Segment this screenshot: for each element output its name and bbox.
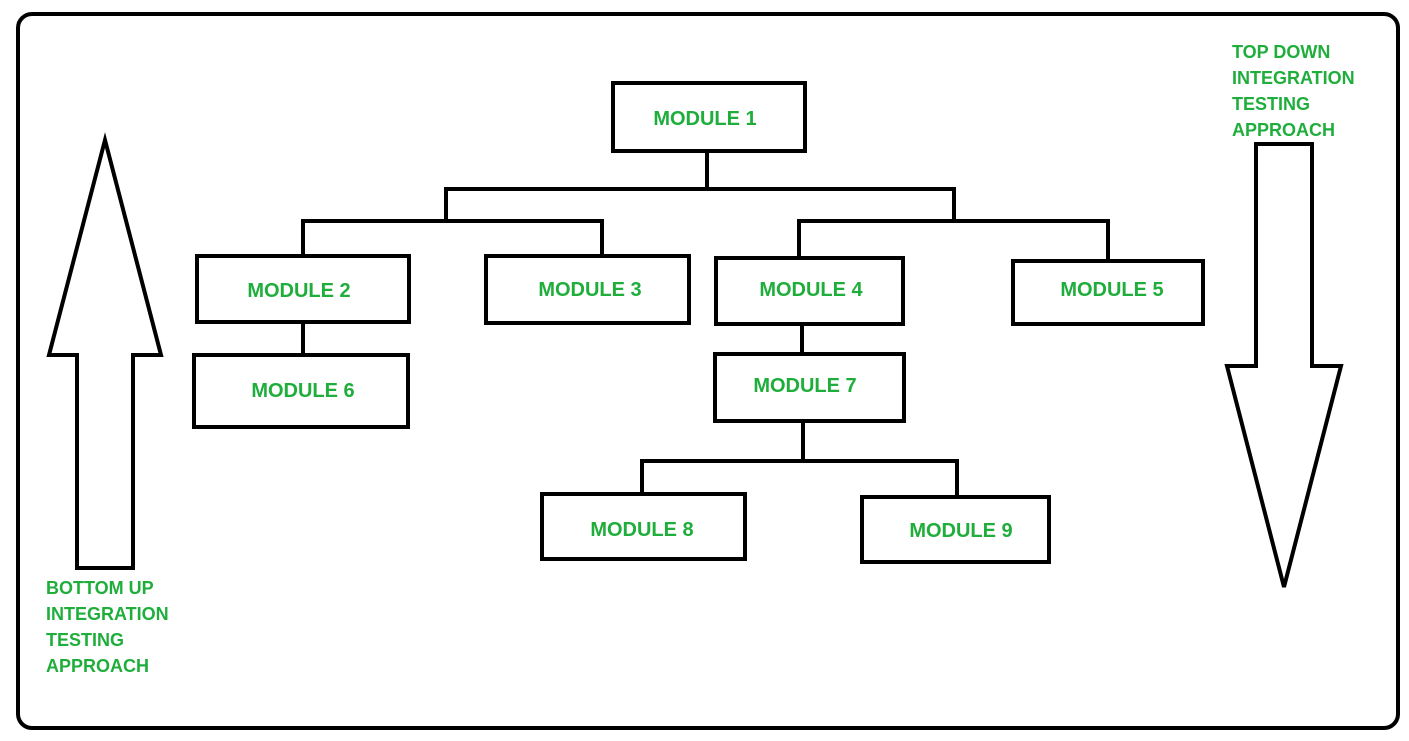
module-9-label: MODULE 9	[909, 520, 1012, 542]
module-9: MODULE 9	[860, 495, 1051, 564]
top-down-label: TOP DOWN INTEGRATION TESTING APPROACH	[1232, 42, 1355, 140]
bottom-up-line-2: INTEGRATION	[46, 604, 169, 624]
module-4-label: MODULE 4	[759, 279, 863, 301]
module-3-label: MODULE 3	[538, 279, 641, 301]
module-6-box	[192, 353, 410, 429]
module-7: MODULE 7	[713, 352, 906, 423]
module-6-label: MODULE 6	[251, 380, 354, 402]
module-1-box	[611, 81, 807, 153]
module-4: MODULE 4	[714, 256, 905, 326]
module-5: MODULE 5	[1011, 259, 1205, 326]
bottom-up-line-3: TESTING	[46, 630, 124, 650]
module-1-label: MODULE 1	[653, 108, 756, 130]
module-9-box	[860, 495, 1051, 564]
module-6: MODULE 6	[192, 353, 410, 429]
top-down-line-1: TOP DOWN	[1232, 42, 1330, 62]
module-1: MODULE 1	[611, 81, 807, 153]
module-2-box	[195, 254, 411, 324]
connector-lines	[301, 149, 1110, 499]
top-down-line-3: TESTING	[1232, 94, 1310, 114]
bottom-up-label: BOTTOM UP INTEGRATION TESTING APPROACH	[46, 578, 169, 676]
module-7-label: MODULE 7	[753, 375, 856, 397]
diagram-frame	[16, 12, 1400, 730]
module-7-box	[713, 352, 906, 423]
module-5-label: MODULE 5	[1060, 279, 1163, 301]
module-2: MODULE 2	[195, 254, 411, 324]
module-8-label: MODULE 8	[590, 519, 693, 541]
top-down-line-4: APPROACH	[1232, 120, 1335, 140]
module-5-box	[1011, 259, 1205, 326]
module-3: MODULE 3	[484, 254, 691, 325]
module-8: MODULE 8	[540, 492, 747, 561]
module-3-box	[484, 254, 691, 325]
bottom-up-line-4: APPROACH	[46, 656, 149, 676]
module-8-box	[540, 492, 747, 561]
bottom-up-line-1: BOTTOM UP	[46, 578, 154, 598]
bottom-up-arrow-icon	[46, 132, 164, 570]
top-down-arrow-icon	[1224, 142, 1344, 588]
top-down-line-2: INTEGRATION	[1232, 68, 1355, 88]
module-4-box	[714, 256, 905, 326]
module-2-label: MODULE 2	[247, 280, 350, 302]
